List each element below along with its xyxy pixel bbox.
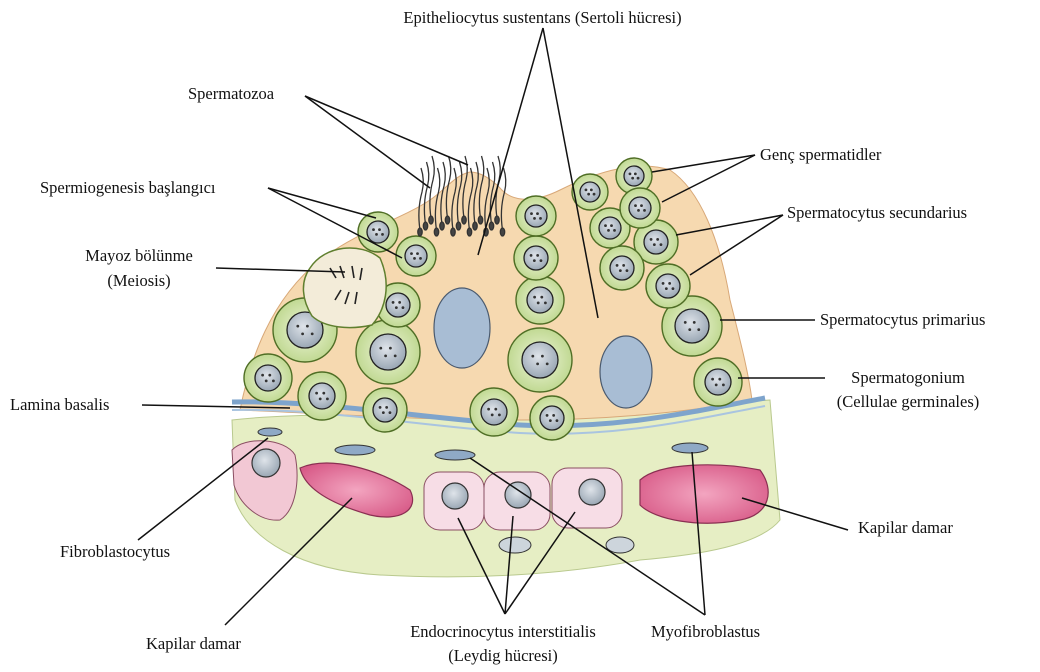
spermatozoon-head xyxy=(429,216,433,224)
label-spermatogonium: Spermatogonium xyxy=(818,368,998,388)
label-mayoz: Mayoz bölünme xyxy=(66,246,212,266)
spermatozoon-head xyxy=(500,228,504,236)
spermatid-cell xyxy=(572,174,608,210)
label-spermiogenesis: Spermiogenesis başlangıcı xyxy=(40,178,216,198)
label-sertoli: Epitheliocytus sustentans (Sertoli hücre… xyxy=(370,8,715,28)
spermatogonium-cell xyxy=(363,388,407,432)
capillary-right xyxy=(640,465,768,523)
myofibroblast-nucleus xyxy=(335,445,375,455)
spermatogonium-cell xyxy=(244,354,292,402)
label-kapilar-left: Kapilar damar xyxy=(146,634,241,654)
fibroblast-nucleus xyxy=(252,449,280,477)
label-cellulae-germinales: (Cellulae germinales) xyxy=(800,392,1016,412)
label-leydig-sub: (Leydig hücresi) xyxy=(378,646,628,666)
spermatozoon-head xyxy=(473,222,477,230)
spermatocyte-secondary-cell xyxy=(516,276,564,324)
label-meiosis: (Meiosis) xyxy=(66,271,212,291)
spermatozoon-head xyxy=(478,216,482,224)
spermatogonium-cell xyxy=(298,372,346,420)
spermatozoon-head xyxy=(489,222,493,230)
label-genc-spermatidler: Genç spermatidler xyxy=(760,145,881,165)
spermatid-cell xyxy=(396,236,436,276)
myofibroblast-nucleus xyxy=(435,450,475,460)
spermatid-cell xyxy=(620,188,660,228)
spermatozoon-head xyxy=(440,222,444,230)
spermatocyte-primary-cell xyxy=(508,328,572,392)
meiosis-cell xyxy=(303,248,386,328)
sertoli-nucleus xyxy=(434,288,490,368)
spermatozoon-head xyxy=(456,222,460,230)
spermatogonium-cell xyxy=(694,358,742,406)
myofibroblast-nucleus xyxy=(258,428,282,436)
label-spermatocytus-primarius: Spermatocytus primarius xyxy=(820,310,985,330)
spermatocyte-secondary-cell xyxy=(646,264,690,308)
label-leydig: Endocrinocytus interstitialis xyxy=(378,622,628,642)
spermatozoon-head xyxy=(495,216,499,224)
spermatozoon-head xyxy=(462,216,466,224)
spermatozoon-head xyxy=(423,222,427,230)
myofibroblast-nucleus xyxy=(672,443,708,453)
spermatozoon-head xyxy=(445,216,449,224)
spermatid-cell xyxy=(516,196,556,236)
spermatocyte-secondary-cell xyxy=(600,246,644,290)
spermatogonium-cell xyxy=(470,388,518,436)
spermatogonium-cell xyxy=(530,396,574,440)
label-spermatozoa: Spermatozoa xyxy=(188,84,274,104)
label-spermatocytus-secundarius: Spermatocytus secundarius xyxy=(787,203,967,223)
spermatozoon-head xyxy=(418,228,422,236)
label-fibroblastocytus: Fibroblastocytus xyxy=(60,542,170,562)
spermatozoon-head xyxy=(434,228,438,236)
label-lamina-basalis: Lamina basalis xyxy=(10,395,109,415)
spermatocyte-secondary-cell xyxy=(514,236,558,280)
spermatozoon-head xyxy=(451,228,455,236)
label-myofibroblastus: Myofibroblastus xyxy=(651,622,760,642)
sertoli-nucleus xyxy=(600,336,652,408)
spermatocyte-primary-cell xyxy=(356,320,420,384)
spermatozoon-head xyxy=(467,228,471,236)
label-kapilar-right: Kapilar damar xyxy=(858,518,953,538)
